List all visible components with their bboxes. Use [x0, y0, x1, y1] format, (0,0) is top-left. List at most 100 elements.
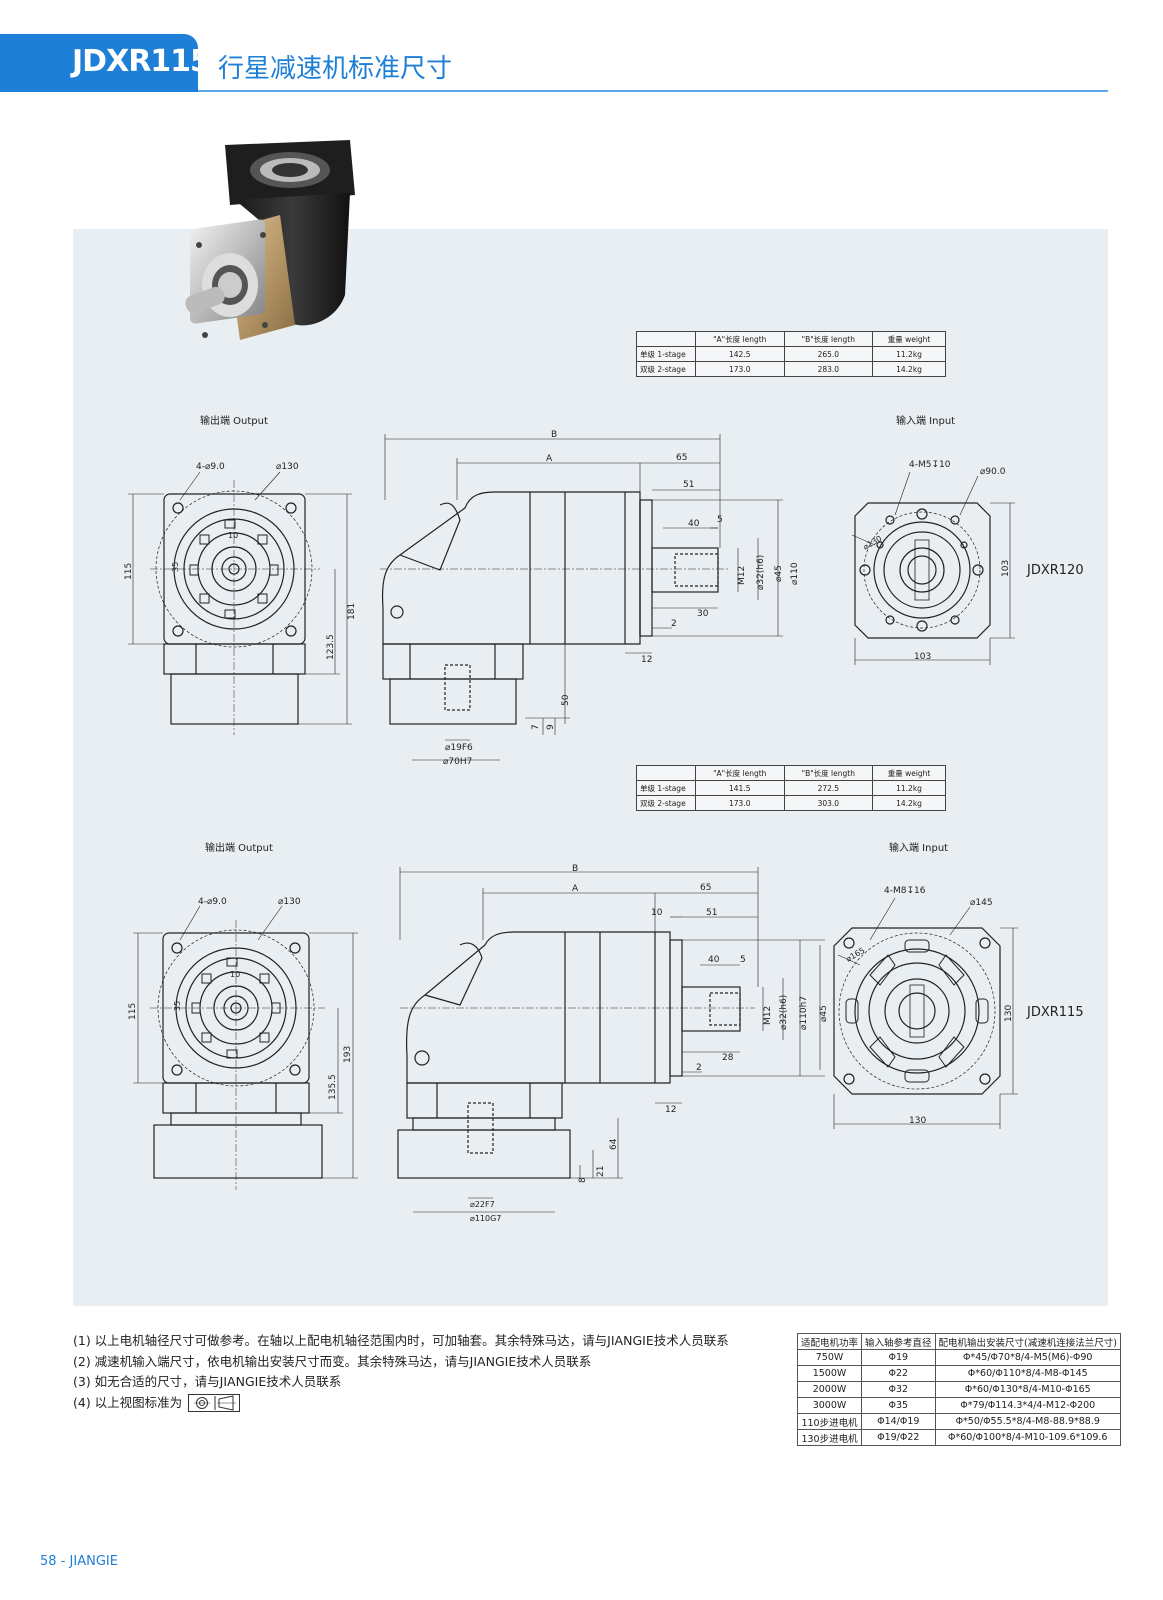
svg-text:⌀165: ⌀165: [845, 946, 867, 964]
notes: (1) 以上电机轴径尺寸可做参考。在轴以上配电机轴径范围内时，可加轴套。其余特殊…: [73, 1331, 729, 1413]
svg-text:⌀70H7: ⌀70H7: [443, 757, 472, 767]
svg-text:115: 115: [128, 1003, 138, 1020]
svg-text:2: 2: [671, 619, 677, 629]
header-tab: [0, 34, 198, 92]
d2-output-label: 输出端 Output: [205, 841, 273, 854]
svg-text:⌀110G7: ⌀110G7: [470, 1214, 501, 1223]
svg-text:103: 103: [1001, 560, 1011, 577]
svg-text:30: 30: [697, 609, 709, 619]
svg-text:193: 193: [343, 1046, 353, 1063]
page-footer: 58 - JIANGIE: [40, 1554, 118, 1569]
svg-text:⌀130: ⌀130: [276, 462, 299, 472]
svg-text:⌀22F7: ⌀22F7: [470, 1200, 495, 1209]
drawing-2-input-view: 输入端 Input 4-M8↧16 ⌀145 ⌀165 130: [833, 841, 1084, 1129]
svg-text:103: 103: [914, 652, 931, 662]
note-3: (3) 如无合适的尺寸，请与JIANGIE技术人员联系: [73, 1374, 342, 1389]
drawing-1-side-view: B A 65 51 40 5 M12 ⌀32(h6) ⌀45 ⌀110 30 2…: [380, 430, 800, 767]
svg-text:64: 64: [609, 1138, 619, 1150]
svg-text:⌀110h7: ⌀110h7: [799, 996, 809, 1030]
drawing-2-side-view: B A 65 10 51 40 5 M12 ⌀32(h6) ⌀110h7 ⌀45…: [397, 864, 829, 1223]
svg-text:⌀110: ⌀110: [790, 562, 800, 585]
svg-text:JDXR115: JDXR115: [1026, 1005, 1084, 1020]
svg-text:130: 130: [1004, 1005, 1014, 1022]
model-title: JDXR115: [72, 44, 211, 79]
gearbox-product-image: [185, 140, 355, 340]
svg-text:65: 65: [700, 883, 711, 893]
svg-text:115: 115: [124, 563, 134, 580]
svg-text:35: 35: [173, 1001, 182, 1011]
svg-text:40: 40: [708, 955, 720, 965]
svg-text:130: 130: [909, 1116, 926, 1126]
svg-text:M12: M12: [737, 566, 747, 585]
svg-text:12: 12: [665, 1105, 676, 1115]
svg-text:10: 10: [651, 908, 663, 918]
svg-text:123.5: 123.5: [326, 634, 336, 660]
svg-text:⌀145: ⌀145: [970, 898, 993, 908]
svg-text:9: 9: [546, 724, 556, 730]
drawing-1-input-view: 输入端 Input 4-M5↧10 ⌀90.0 ⌀130 103 103 JDX…: [851, 414, 1084, 665]
svg-text:28: 28: [722, 1053, 734, 1063]
svg-text:40: 40: [688, 519, 700, 529]
svg-text:5: 5: [717, 515, 723, 525]
svg-text:⌀45: ⌀45: [819, 1005, 829, 1022]
svg-text:35: 35: [171, 562, 180, 572]
svg-text:8: 8: [578, 1177, 588, 1183]
svg-text:⌀32(h6): ⌀32(h6): [756, 555, 766, 590]
note-2: (2) 减速机输入端尺寸，依电机输出安装尺寸而变。其余特殊马达，请与JIANGI…: [73, 1353, 592, 1369]
svg-text:M12: M12: [763, 1006, 773, 1025]
svg-text:51: 51: [706, 908, 717, 918]
svg-text:65: 65: [676, 453, 687, 463]
svg-text:12: 12: [641, 655, 652, 665]
footer-separator: -: [60, 1554, 66, 1569]
svg-text:4-⌀9.0: 4-⌀9.0: [196, 462, 225, 472]
svg-text:21: 21: [596, 1166, 606, 1177]
header-rule: [198, 90, 1108, 92]
svg-text:JDXR120: JDXR120: [1026, 563, 1084, 578]
svg-text:⌀130: ⌀130: [862, 534, 884, 552]
drawing-1-output-view: 输出端 Output 4-⌀9.0 ⌀130 10 35: [124, 414, 357, 735]
svg-text:7: 7: [531, 724, 541, 730]
svg-text:A: A: [546, 454, 553, 464]
svg-text:135.5: 135.5: [328, 1074, 338, 1100]
svg-text:B: B: [572, 864, 578, 874]
svg-text:⌀130: ⌀130: [278, 897, 301, 907]
svg-text:50: 50: [561, 694, 571, 706]
svg-text:⌀90.0: ⌀90.0: [980, 467, 1006, 477]
footer-brand: JIANGIE: [69, 1554, 118, 1569]
svg-text:B: B: [551, 430, 557, 440]
d1-input-label: 输入端 Input: [896, 414, 955, 427]
d2-input-label: 输入端 Input: [889, 841, 948, 854]
projection-symbol-icon: [188, 1394, 241, 1412]
svg-text:181: 181: [347, 603, 357, 620]
page-title: 行星减速机标准尺寸: [218, 54, 453, 84]
drawing-2-output-view: 输出端 Output 4-⌀9.0 ⌀130 10 35: [128, 841, 358, 1190]
svg-text:⌀45: ⌀45: [774, 565, 784, 582]
svg-text:10: 10: [230, 970, 240, 979]
svg-text:10: 10: [228, 531, 238, 540]
svg-text:4-⌀9.0: 4-⌀9.0: [198, 897, 227, 907]
svg-text:⌀32(h6): ⌀32(h6): [779, 995, 789, 1030]
d1-output-label: 输出端 Output: [200, 414, 268, 427]
svg-text:⌀19F6: ⌀19F6: [445, 743, 473, 753]
svg-text:4-M5↧10: 4-M5↧10: [909, 460, 951, 470]
svg-text:5: 5: [740, 955, 746, 965]
note-1: (1) 以上电机轴径尺寸可做参考。在轴以上配电机轴径范围内时，可加轴套。其余特殊…: [73, 1333, 729, 1348]
page-number: 58: [40, 1554, 57, 1569]
svg-text:51: 51: [683, 480, 694, 490]
note-4: (4) 以上视图标准为: [73, 1393, 729, 1414]
svg-text:2: 2: [696, 1063, 702, 1073]
